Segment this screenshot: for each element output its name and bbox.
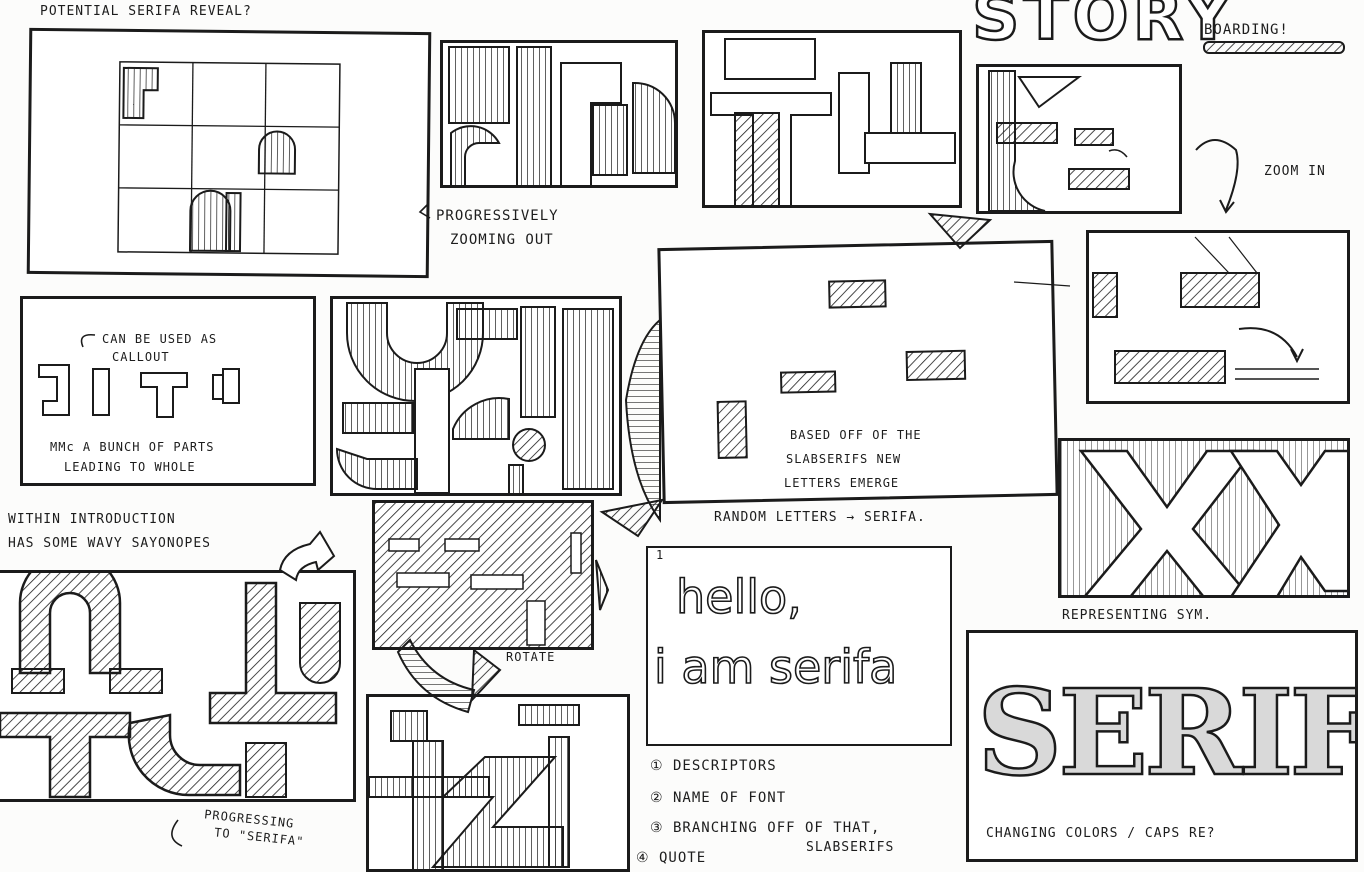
note-parts-1: MMc A BUNCH OF PARTS [50,440,215,454]
panel-hatched-pieces [330,296,622,496]
note-callout-1: CAN BE USED AS [102,332,218,346]
note-changing: CHANGING COLORS / CAPS RE? [986,826,1216,841]
panel-k-zoom [976,64,1182,214]
note-zoom-out-1: PROGRESSIVELY [436,208,559,224]
note-representing: REPRESENTING SYM. [1062,608,1213,623]
note-zoom-out-2: ZOOMING OUT [450,232,554,248]
panel-reveal-grid [26,27,432,279]
panel-serif-word: SERIF [966,630,1358,862]
panel-hello-serifa: hello, i am serifa [646,546,952,746]
panel-callout-pieces [20,296,316,486]
title-story: STORY [971,0,1236,56]
hello-panel-number: 1 [656,548,665,562]
list-item-descriptors: ① DESCRIPTORS [650,758,777,774]
title-boarding: BOARDING! [1204,22,1289,38]
panel-t-pieces [702,30,962,208]
hello-line-1: hello, [675,569,802,625]
list-item-slabserifs: SLABSERIFS [806,840,895,855]
panel-nlt-letters [0,570,356,802]
note-zoom-in: ZOOM IN [1264,164,1326,179]
note-intro-2: HAS SOME WAVY SAYONOPES [8,536,212,551]
note-callout-2: CALLOUT [112,350,170,364]
panel-zoom-out [440,40,678,188]
list-item-branching: ③ BRANCHING OFF OF THAT, [650,820,881,836]
note-intro-1: WITHIN INTRODUCTION [8,512,176,527]
note-rotate: ROTATE [506,650,556,664]
list-item-name: ② NAME OF FONT [650,790,787,806]
note-slab-2: SLABSERIFS NEW [786,452,902,466]
note-parts-2: LEADING TO WHOLE [64,460,196,474]
panel-arrow-blocks [1086,230,1350,404]
panel-xx-symbols [1058,438,1350,598]
serif-word: SERIF [976,662,1358,804]
panel-rotate [372,500,594,650]
panel-hatched-z [366,694,630,872]
list-item-quote: ④ QUOTE [636,850,707,866]
hello-line-2: i am serifa [653,639,898,695]
note-random: RANDOM LETTERS → SERIFA. [714,510,926,525]
note-slab-1: BASED OFF OF THE [790,428,922,442]
note-reveal: POTENTIAL SERIFA REVEAL? [40,4,252,19]
note-slab-3: LETTERS EMERGE [784,476,900,490]
panel-slab-blocks [657,239,1059,505]
